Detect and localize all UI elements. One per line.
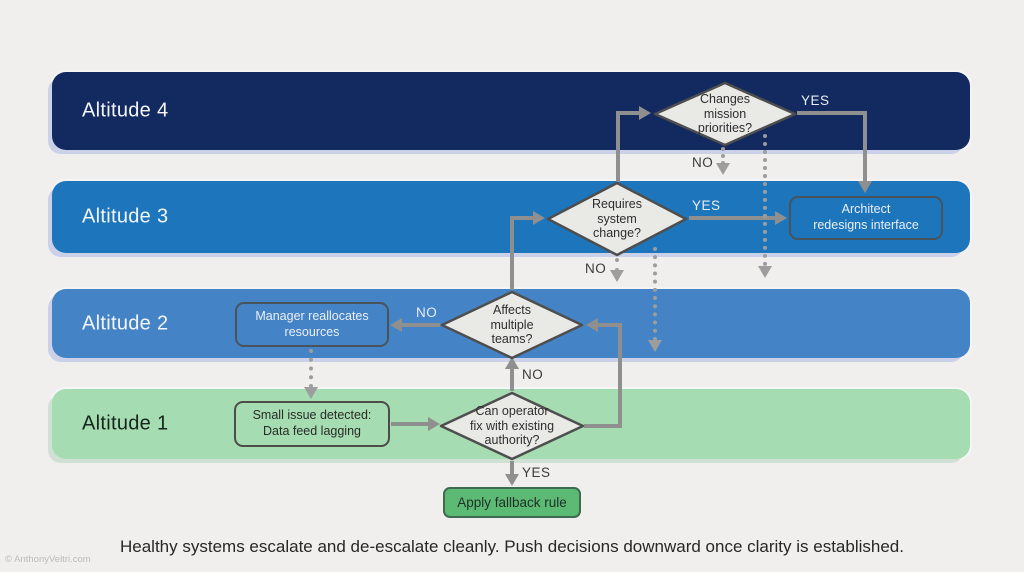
decision-changes-mission-priorities: Changes mission priorities? <box>653 81 797 147</box>
arrowhead-icon <box>716 163 730 175</box>
connector-requires-yes-to-architect <box>689 216 776 220</box>
connector-affects-up-vertical <box>510 218 514 290</box>
box-label: Small issue detected: Data feed lagging <box>252 408 372 438</box>
band-altitude-3-label: Altitude 3 <box>82 205 169 228</box>
edge-label-changes-yes: YES <box>801 93 830 108</box>
box-manager-reallocates: Manager reallocates resources <box>235 302 389 347</box>
dotted-changes-no-down <box>721 147 725 165</box>
caption-text: Healthy systems escalate and de-escalate… <box>120 537 904 556</box>
arrowhead-icon <box>775 211 787 225</box>
connector-can-elbow-bottom <box>584 424 622 428</box>
band-altitude-1-label: Altitude 1 <box>82 412 169 435</box>
arrowhead-icon <box>758 266 772 278</box>
band-altitude-2-label: Altitude 2 <box>82 312 169 334</box>
connector-smallissue-to-can <box>391 422 429 426</box>
box-label: Manager reallocates resources <box>255 308 369 339</box>
connector-can-elbow-vertical <box>618 324 622 428</box>
box-architect-redesigns: Architect redesigns interface <box>789 196 943 240</box>
diamond-shape <box>439 391 585 461</box>
dotted-requires-deescalate-two-levels <box>653 247 657 341</box>
box-small-issue-detected: Small issue detected: Data feed lagging <box>234 401 390 447</box>
edge-label-requires-yes: YES <box>692 198 721 213</box>
arrowhead-icon <box>586 318 598 332</box>
dotted-manager-to-smallissue <box>309 349 313 388</box>
edge-label-can-yes: YES <box>522 465 551 480</box>
edge-label-requires-no: NO <box>585 261 607 276</box>
connector-requires-up-vertical <box>616 112 620 182</box>
decision-label: Requires system change? <box>591 196 643 241</box>
edge-label-affects-no: NO <box>416 305 438 320</box>
arrowhead-icon <box>639 106 651 120</box>
edge-label-can-no: NO <box>522 367 544 382</box>
connector-requires-up-horizontal <box>616 111 641 115</box>
dotted-requires-no-down <box>615 258 619 272</box>
decision-affects-multiple-teams: Affects multiple teams? <box>440 290 584 360</box>
box-label: Apply fallback rule <box>457 495 567 510</box>
connector-changes-yes-horizontal <box>797 111 867 115</box>
arrowhead-icon <box>505 474 519 486</box>
connector-changes-yes-vertical <box>863 111 867 181</box>
dotted-changes-deescalate-two-levels <box>763 134 767 266</box>
arrowhead-icon <box>610 270 624 282</box>
diamond-shape <box>546 181 688 257</box>
connector-can-no-to-affects <box>510 369 514 391</box>
arrowhead-icon <box>390 318 402 332</box>
arrowhead-icon <box>858 181 872 193</box>
arrowhead-icon <box>428 417 440 431</box>
arrowhead-icon <box>304 387 318 399</box>
watermark-text: © AnthonyVeltri.com <box>5 554 91 565</box>
edge-label-changes-no: NO <box>692 155 714 170</box>
arrowhead-icon <box>648 340 662 352</box>
connector-can-elbow-top <box>598 323 622 327</box>
diamond-shape <box>653 81 797 147</box>
decision-requires-system-change: Requires system change? <box>546 181 688 257</box>
decision-label: Affects multiple teams? <box>490 302 534 347</box>
arrowhead-icon <box>505 357 519 369</box>
box-apply-fallback-rule: Apply fallback rule <box>443 487 581 518</box>
connector-affects-no-to-manager <box>402 323 440 327</box>
box-label: Architect redesigns interface <box>813 202 919 232</box>
arrowhead-icon <box>533 211 545 225</box>
decision-can-operator-fix: Can operator fix with existing authority… <box>439 391 585 461</box>
diamond-shape <box>440 290 584 360</box>
decision-label: Changes mission priorities? <box>697 91 753 136</box>
connector-affects-up-horizontal <box>510 216 535 220</box>
decision-label: Can operator fix with existing authority… <box>469 403 555 448</box>
connector-can-yes-to-apply <box>510 461 514 476</box>
band-altitude-4-label: Altitude 4 <box>82 99 169 122</box>
